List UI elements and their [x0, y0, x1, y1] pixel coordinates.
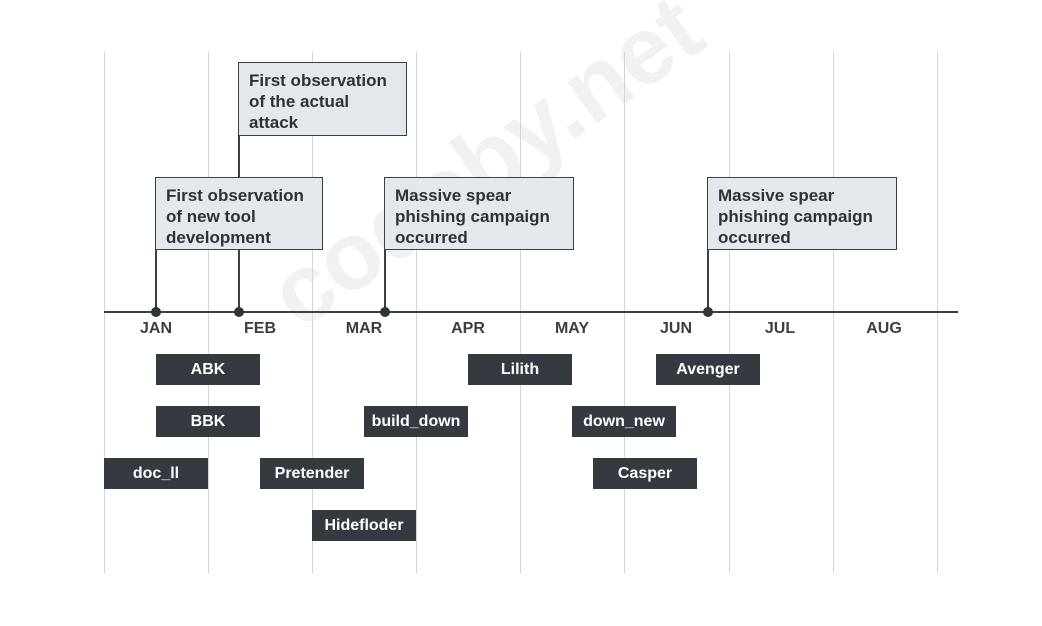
month-label-aug: AUG	[866, 320, 902, 337]
tool-bar-pretender: Pretender	[260, 458, 364, 489]
event-marker-actual-attack	[234, 307, 244, 317]
tool-bar-avenger: Avenger	[656, 354, 760, 385]
tool-bar-hidefloder: Hidefloder	[312, 510, 416, 541]
callout-spear-phishing-june: Massive spear phishing campaign occurred	[707, 177, 897, 250]
callout-new-tool-development: First observation of new tool developmen…	[155, 177, 323, 250]
tool-bar-lilith: Lilith	[468, 354, 572, 385]
connector-spear-phishing-march	[384, 250, 386, 312]
month-label-jan: JAN	[139, 320, 172, 337]
tool-bar-casper: Casper	[593, 458, 697, 489]
tool-bar-bbk: BBK	[156, 406, 260, 437]
tool-bar-doc-ll: doc_ll	[104, 458, 208, 489]
event-marker-spear-phishing-june	[703, 307, 713, 317]
month-label-may: MAY	[554, 320, 590, 337]
month-label-apr: APR	[451, 320, 485, 337]
timeline-axis	[104, 311, 958, 313]
tool-bar-down-new: down_new	[572, 406, 676, 437]
month-label-feb: FEB	[244, 320, 276, 337]
month-label-jun: JUN	[659, 320, 692, 337]
connector-new-tool	[155, 250, 157, 312]
month-label-mar: MAR	[345, 320, 383, 337]
event-marker-spear-phishing-march	[380, 307, 390, 317]
tool-bar-abk: ABK	[156, 354, 260, 385]
month-label-jul: JUL	[764, 320, 796, 337]
watermark: codeby.net	[250, 0, 722, 349]
callout-spear-phishing-march: Massive spear phishing campaign occurred	[384, 177, 574, 250]
event-marker-new-tool	[151, 307, 161, 317]
tool-bar-build-down: build_down	[364, 406, 468, 437]
connector-spear-phishing-june	[707, 250, 709, 312]
callout-actual-attack: First observation of the actual attack	[238, 62, 407, 136]
